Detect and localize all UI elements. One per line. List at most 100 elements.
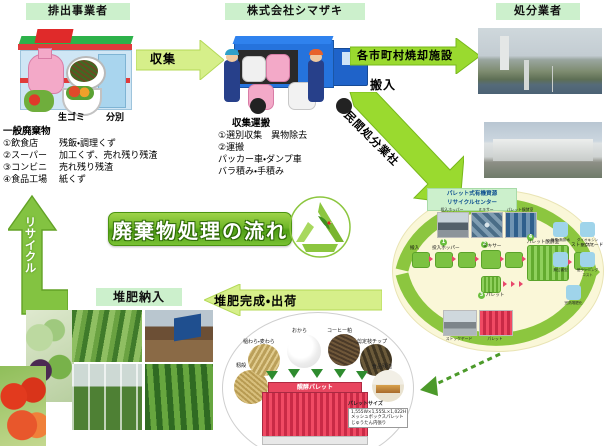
ingredient-label-coffee: コーヒー粕 [327,328,353,334]
thumb-stockyard [443,310,477,336]
thumb-caption-mixer: ミキサー [478,207,494,212]
ingredient-label-chips: 剪定枝チップ [357,339,388,345]
ingredient-food-residue [372,370,404,402]
waste-source: ①飲食店 [3,139,39,149]
collection-transport-heading: 収集運搬 [232,118,271,129]
flow-label-pallet: パレット [486,293,505,298]
incinerator-photo [478,28,602,94]
waste-type: 残飯・調理くず [59,139,117,149]
page-title-text: 廃棄物処理の流れ [112,218,288,243]
recycle-plant-photo [484,122,602,178]
header-disposer: 処分業者 [496,3,580,20]
pallet-base [262,436,368,445]
hannyuu-label: 搬入 [370,78,397,92]
label-nama-gomi: 生ゴミ [58,113,86,123]
waste-source: ②スーパー [3,151,47,161]
ingredient-okara [287,334,321,368]
field-rows-photo [72,310,142,362]
header-collector: 株式会社シマザキ [225,3,365,20]
benefit-label-no-pollution: 無公害型 [553,268,568,272]
flow-num-1: 1 [440,239,447,246]
waste-type: 紙くず [59,175,87,185]
pallet-size-spec: 1,555W×1,555L×1,022H メッシュボックスパレット じゅうたん内… [348,408,408,429]
thumb-caption-pallet-room: パレット醗酵室 [506,207,534,212]
green-field-photo [145,364,213,430]
private-disposer-label: 民間処分業社 [341,104,424,184]
thumb-pallet [479,310,513,336]
collection-transport-line: ②運搬 [218,143,245,153]
flow-step-hannyuu [412,252,430,268]
benefit-label-low-cost: 低ランニング コスト [576,268,599,277]
flow-num-3: 3 [478,292,485,299]
ingredient-arrow [311,369,323,378]
benefit-icon-mature-compost [566,285,581,300]
waste-type: 加工くず、売れ残り残渣 [59,151,158,161]
incineration-arrow [350,38,480,74]
flow-label-mixer: ミキサー [483,244,502,249]
ingredient-arrow [266,371,278,380]
benefit-label-no-dioxin: ダイオキシン 発生なし [576,238,599,247]
compost-ship-label: 堆肥完成・出荷 [214,294,298,308]
compost-spreading-photo [145,310,213,362]
waste-source: ③コンビニ [3,163,48,173]
benefit-label-mature-compost: 完熟堆肥化 [564,301,583,305]
collection-arrow [136,40,224,80]
flow-step-hopper [435,252,453,268]
benefit-icon-low-cost [580,252,595,267]
compost-ship-arrow [204,284,382,316]
compost-deliver-label: 堆肥納入 [96,288,182,306]
general-waste-heading: 一般廃棄物 [3,126,51,137]
waste-source: ④食品工場 [3,175,48,185]
thumb-hopper [437,212,469,238]
ingredient-label-momigara: 籾殻 [236,363,247,369]
greenhouse-photo [72,364,142,430]
benefit-icon-no-dioxin [580,222,595,237]
thumb-caption-pallet: パレット [487,336,503,341]
general-waste-block: 一般廃棄物 ①飲食店 残飯・調理くず ②スーパー 加工くず、売れ残り残渣 ③コン… [3,126,173,186]
general-waste-row: ②スーパー 加工くず、売れ残り残渣 [3,151,173,162]
page-title: 廃棄物処理の流れ [108,212,292,246]
flow-label-hopper: 投入ホッパー [432,246,460,251]
general-waste-row: ④食品工場 紙くず [3,175,173,186]
ingredient-straw [248,344,280,376]
recycle-arrow-label: リサイクル [22,216,38,278]
benefit-label-no-odor: 無臭・無排水 [550,238,571,242]
collection-transport-line: バラ積み・手積み [218,167,285,177]
ingredient-label-okara: おから [292,328,308,334]
flow-step-pallet [481,276,501,293]
thumb-mixer [471,212,503,238]
thumb-caption-hopper: 投入ホッパー [440,207,464,212]
flow-label-pallet-room: パレット醗酵室 [527,240,560,245]
flow-label-stockyard: ストックヤード [571,243,604,248]
recycle-logo-icon [289,196,351,258]
benefit-icon-no-odor [553,222,568,237]
ingredient-coffee [328,334,360,366]
collection-transport-line: パッカー車・ダンプ車 [218,155,302,165]
ingredient-arrow [356,371,368,380]
waste-type: 売れ残り残渣 [59,163,114,173]
garbage-truck-illustration [216,22,368,114]
thumb-caption-stockyard: ストックヤード [445,336,473,341]
incineration-arrow-label: 各市町村焼却施設 [357,49,453,62]
flow-step-mixer [481,250,501,269]
tomato-photo [0,366,46,446]
recycle-arrow [8,194,68,315]
collection-transport-block: 収集運搬 ①選別収集 異物除去 ②運搬 パッカー車・ダンプ車 バラ積み・手積み [218,118,358,178]
recycle-center-name: パレット式有機資源 リサイクルセンター [427,188,517,211]
header-emitter: 排出事業者 [26,3,130,20]
general-waste-row: ①飲食店 残飯・調理くず [3,139,173,150]
store-illustration [14,28,138,118]
flow-step-transfer [505,252,523,268]
flow-num-2: 2 [481,241,488,248]
ingredient-arrow [334,369,346,378]
flow-label-hannyuu: 搬入 [410,246,420,251]
recycle-label-text: リサイクル [23,216,38,274]
general-waste-row: ③コンビニ 売れ残り残渣 [3,163,173,174]
thumb-pallet-room [505,212,537,238]
pallet-size-title: パレットサイズ [348,401,383,407]
benefit-icon-no-pollution [553,252,568,267]
flow-num-4: 4 [527,234,534,241]
label-bunbetsu: 分別 [106,113,125,123]
ingredient-arrow [288,369,300,378]
